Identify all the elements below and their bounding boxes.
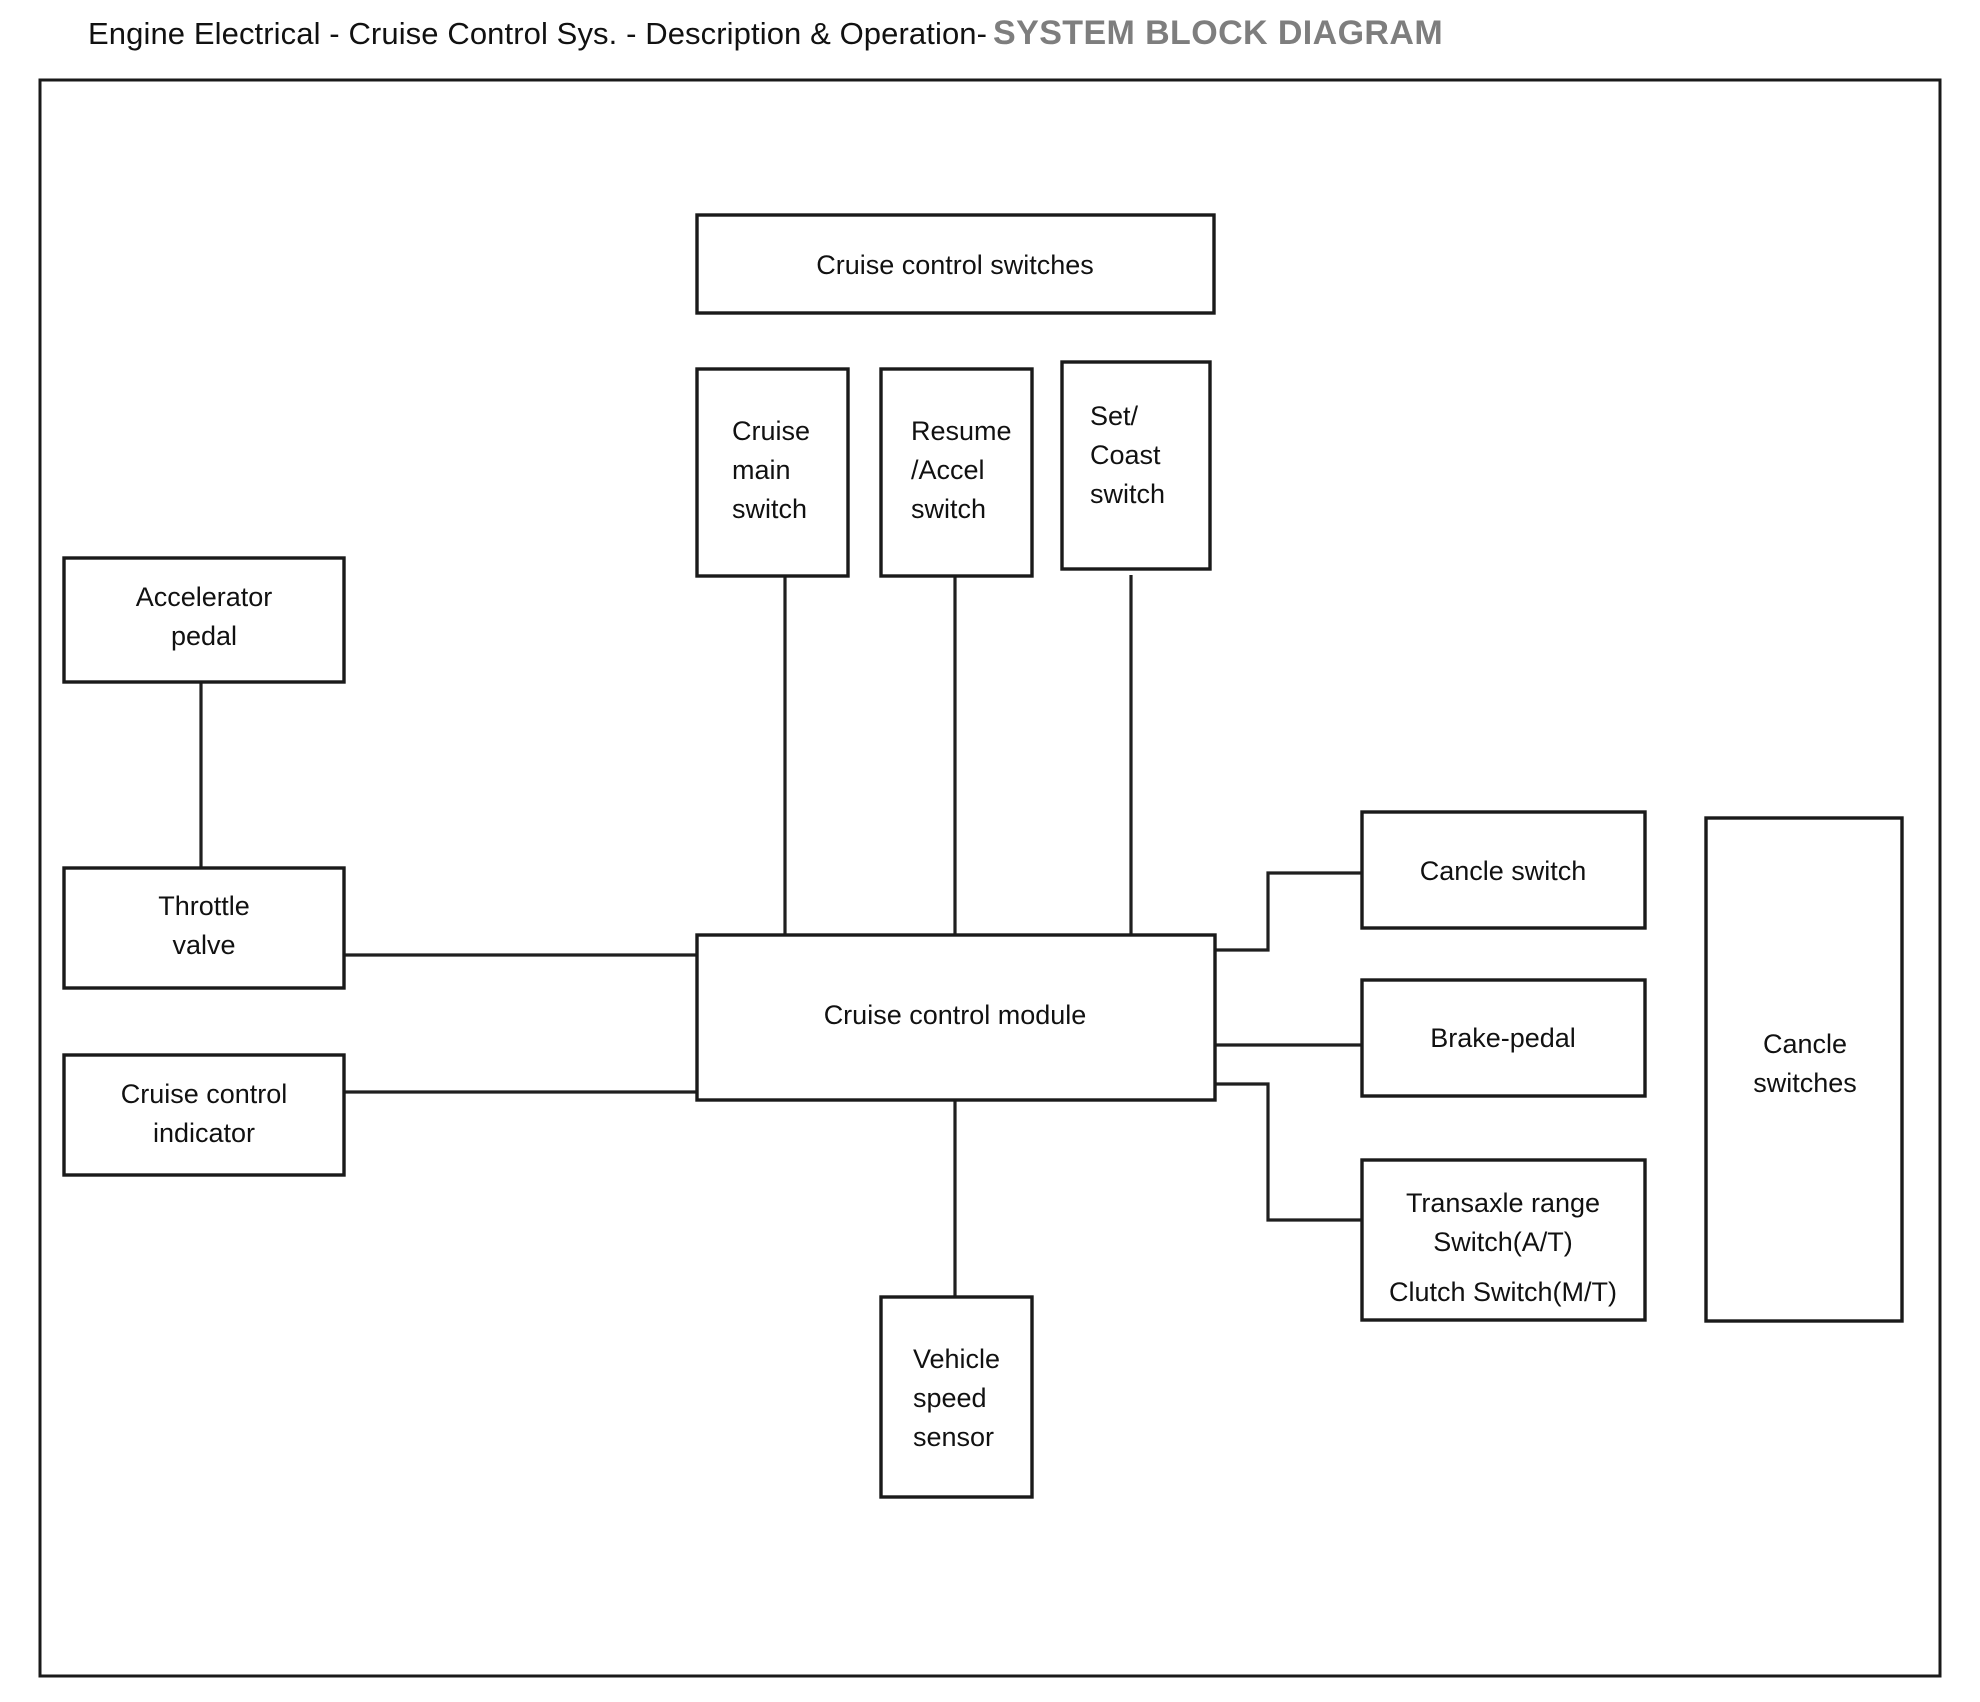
page-title: Engine Electrical - Cruise Control Sys. …: [88, 14, 1443, 53]
resume-accel-switch-box[interactable]: [879, 367, 1034, 578]
node-cruise-control-indicator[interactable]: Cruise control indicator: [62, 1053, 346, 1177]
resume-accel-switch-label-line3: switch: [911, 494, 986, 524]
throttle-valve-box[interactable]: [62, 866, 346, 990]
cancle-switch-label: Cancle switch: [1420, 856, 1587, 886]
throttle-valve-label-line2: valve: [172, 930, 235, 960]
cruise-control-module-box[interactable]: [695, 933, 1217, 1102]
link-module-to-transaxle-clutch-switch: [1215, 1082, 1362, 1222]
node-transaxle-clutch-switch[interactable]: Transaxle range Switch(A/T) Clutch Switc…: [1360, 1158, 1647, 1322]
page-title-main: Engine Electrical - Cruise Control Sys. …: [88, 16, 988, 51]
cruise-main-switch-label-line3: switch: [732, 494, 807, 524]
set-coast-switch-label-line2: Coast: [1090, 440, 1161, 470]
node-throttle-valve[interactable]: Throttle valve: [62, 866, 346, 990]
node-set-coast-switch[interactable]: Set/ Coast switch: [1060, 360, 1212, 571]
cancle-switches-group-box[interactable]: [1704, 816, 1904, 1323]
set-coast-switch-label-line1: Set/: [1090, 401, 1139, 431]
accelerator-pedal-box[interactable]: [62, 556, 346, 684]
node-brake-pedal[interactable]: Brake-pedal: [1360, 978, 1647, 1098]
node-cruise-control-switches[interactable]: Cruise control switches: [695, 213, 1216, 315]
vehicle-speed-sensor-label-line1: Vehicle: [913, 1344, 1000, 1374]
throttle-valve-label-line1: Throttle: [158, 891, 250, 921]
set-coast-switch-label-line3: switch: [1090, 479, 1165, 509]
cruise-control-indicator-label-line2: indicator: [153, 1118, 255, 1148]
cancle-switch-box[interactable]: [1360, 810, 1647, 930]
vehicle-speed-sensor-box[interactable]: [879, 1295, 1034, 1499]
vehicle-speed-sensor-label-line2: speed: [913, 1383, 987, 1413]
cruise-control-module-label: Cruise control module: [824, 1000, 1087, 1030]
node-resume-accel-switch[interactable]: Resume /Accel switch: [879, 367, 1034, 578]
cruise-control-indicator-label-line1: Cruise control: [121, 1079, 288, 1109]
node-cancle-switches-group[interactable]: Cancle switches: [1704, 816, 1904, 1323]
node-cruise-main-switch[interactable]: Cruise main switch: [695, 367, 850, 578]
cruise-control-indicator-box[interactable]: [62, 1053, 346, 1177]
cancle-switches-group-label-line2: switches: [1753, 1068, 1857, 1098]
resume-accel-switch-label-line2: /Accel: [911, 455, 985, 485]
cruise-control-switches-box[interactable]: [695, 213, 1216, 315]
cruise-main-switch-box[interactable]: [695, 367, 850, 578]
node-cancle-switch[interactable]: Cancle switch: [1360, 810, 1647, 930]
vehicle-speed-sensor-label-line3: sensor: [913, 1422, 994, 1452]
transaxle-clutch-switch-label-line1: Transaxle range: [1406, 1188, 1600, 1218]
transaxle-clutch-switch-label-line2: Switch(A/T): [1433, 1227, 1573, 1257]
transaxle-clutch-switch-box[interactable]: [1360, 1158, 1647, 1322]
accelerator-pedal-label-line2: pedal: [171, 621, 237, 651]
cruise-control-switches-label: Cruise control switches: [816, 250, 1094, 280]
resume-accel-switch-label-line1: Resume: [911, 416, 1012, 446]
set-coast-switch-box[interactable]: [1060, 360, 1212, 571]
transaxle-clutch-switch-label-line3: Clutch Switch(M/T): [1389, 1277, 1617, 1307]
link-module-to-cancle-switch: [1215, 871, 1362, 952]
diagram-outer-border: [38, 78, 1942, 1678]
page-title-highlight: SYSTEM BLOCK DIAGRAM: [993, 14, 1444, 52]
cruise-main-switch-label-line2: main: [732, 455, 791, 485]
brake-pedal-label: Brake-pedal: [1430, 1023, 1576, 1053]
connection-lines: [199, 575, 1362, 1297]
cruise-main-switch-label-line1: Cruise: [732, 416, 810, 446]
node-vehicle-speed-sensor[interactable]: Vehicle speed sensor: [879, 1295, 1034, 1499]
cancle-switches-group-label-line1: Cancle: [1763, 1029, 1847, 1059]
brake-pedal-box[interactable]: [1360, 978, 1647, 1098]
accelerator-pedal-label-line1: Accelerator: [136, 582, 273, 612]
node-accelerator-pedal[interactable]: Accelerator pedal: [62, 556, 346, 684]
node-cruise-control-module[interactable]: Cruise control module: [695, 933, 1217, 1102]
